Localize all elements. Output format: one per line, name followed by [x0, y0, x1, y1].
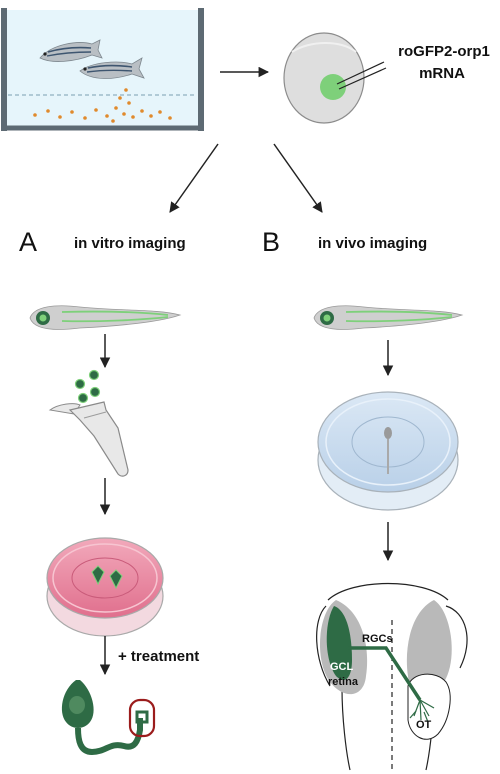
injection-needle [336, 61, 385, 85]
zebrafish-1 [39, 39, 103, 62]
retina-gcl [326, 606, 352, 681]
fish-tank [1, 8, 204, 131]
retina-label: retina [328, 676, 359, 688]
ot-label: OT [416, 719, 432, 731]
dissociated-cells [74, 369, 101, 404]
panel-a-title: in vitro imaging [74, 235, 186, 252]
embryo-injection [283, 32, 387, 124]
embryo-cell [320, 74, 346, 100]
arrow-to-panel-b [273, 143, 323, 213]
imaging-dish-blue [317, 391, 459, 511]
rgcs-label: RGCs [362, 633, 393, 645]
food-pellets [33, 88, 172, 123]
optic-tectum [407, 673, 451, 740]
rgc-axon-projection [348, 646, 422, 701]
gcl-label: GCL [330, 661, 354, 673]
panel-a-letter: A [19, 227, 37, 257]
panel-b-letter: B [262, 227, 280, 257]
eppendorf-tube [48, 401, 129, 477]
larva-a [29, 305, 182, 330]
axon-highlight-box [128, 698, 156, 738]
arrow-to-panel-a [169, 143, 219, 213]
culture-dish-pink [46, 537, 164, 637]
zebrafish-2 [79, 57, 145, 79]
axon-arbor [409, 699, 435, 723]
treatment-label: + treatment [118, 648, 199, 665]
right-eye [406, 600, 452, 695]
retinal-ganglion-cell [61, 680, 156, 756]
larval-head-schematic [316, 582, 468, 771]
mrna-label-line2: mRNA [419, 65, 465, 82]
larva-b [313, 305, 464, 330]
panel-b-title: in vivo imaging [318, 235, 427, 252]
mrna-label-line1: roGFP2-orp1 [398, 43, 490, 60]
